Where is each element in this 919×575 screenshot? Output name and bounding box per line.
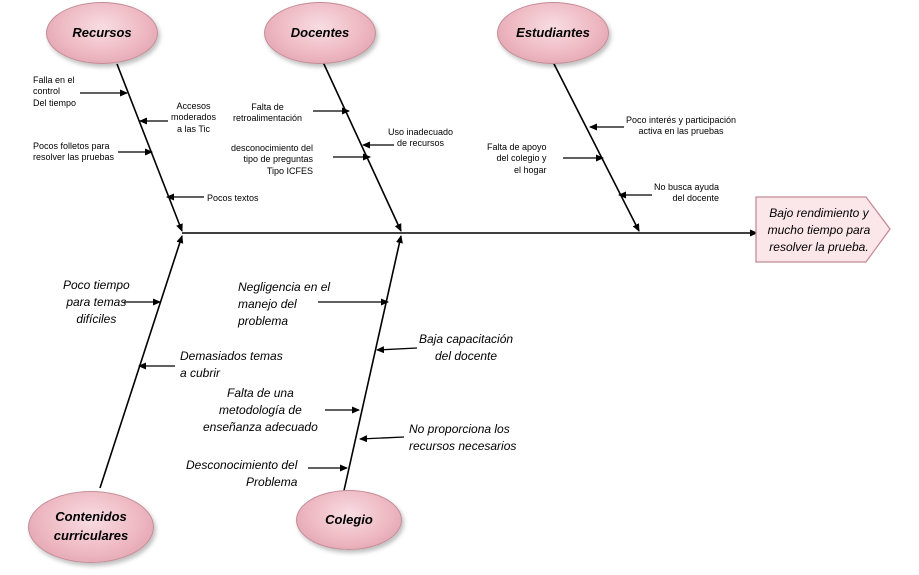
cause-pocos-textos: Pocos textos <box>207 193 259 203</box>
effect-shape <box>755 196 891 263</box>
cause-falta-metodologia: Falta de una metodología de enseñanza ad… <box>203 386 318 434</box>
bone-colegio <box>342 235 403 496</box>
category-recursos: Recursos <box>46 2 158 64</box>
bone-recursos <box>116 63 183 232</box>
cause-no-busca-ayuda: No busca ayuda del docente <box>654 182 720 204</box>
bone-contenidos <box>99 235 184 489</box>
category-estudiantes: Estudiantes <box>497 2 609 64</box>
cause-baja-capacitacion: Baja capacitación del docente <box>419 332 514 363</box>
category-colegio: Colegio <box>296 490 402 550</box>
arrow-no-proporciona <box>359 435 405 443</box>
cause-demasiados-temas: Demasiados temas a cubrir <box>180 349 283 380</box>
bone-estudiantes <box>552 61 640 232</box>
cause-uso-recursos: Uso inadecuado de recursos <box>388 127 454 149</box>
category-docentes: Docentes <box>264 2 376 64</box>
cause-poco-tiempo: Poco tiempo para temas difíciles <box>63 278 130 326</box>
category-contenidos-curriculares: Contenidos curriculares <box>28 491 154 563</box>
cause-no-proporciona: No proporciona los recursos necesarios <box>409 422 517 453</box>
cause-accesos-tic: Accesos moderados a las Tic <box>171 101 217 134</box>
cause-poco-interes: Poco interés y participación activa en l… <box>626 115 737 137</box>
cause-falta-apoyo: Falta de apoyo del colegio y el hogar <box>487 142 547 175</box>
cause-negligencia: Negligencia en el manejo del problema <box>238 280 331 328</box>
cause-pocos-folletos: Pocos folletos para resolver las pruebas <box>33 141 115 163</box>
effect-label: Bajo rendimiento y mucho tiempo para res… <box>767 206 871 255</box>
cause-retroalimentacion: Falta de retroalimentación <box>233 102 303 124</box>
cause-falla-control: Falla en el control Del tiempo <box>33 75 77 108</box>
cause-desconocimiento-problema: Desconocimiento del Problema <box>186 458 298 489</box>
arrow-baja-capacitacion <box>376 346 418 354</box>
cause-desconocimiento-icfes: desconocimiento del tipo de preguntas Ti… <box>231 143 314 176</box>
